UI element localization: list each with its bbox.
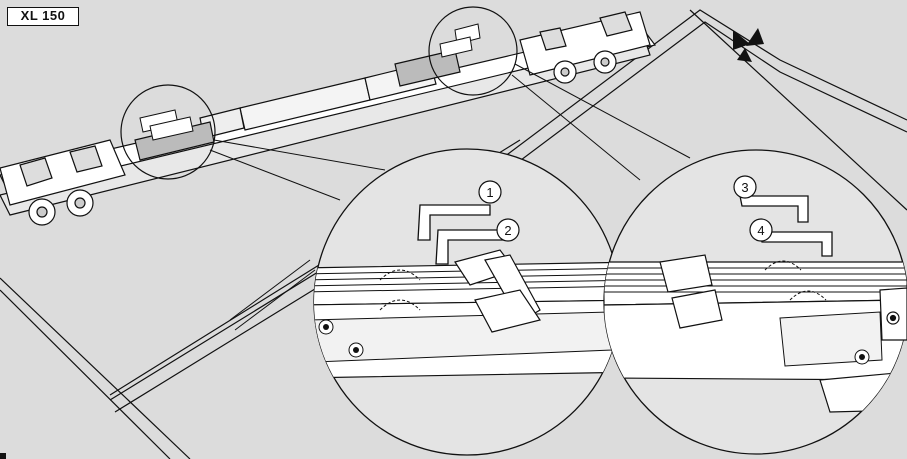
callout-3: 3: [733, 175, 757, 199]
callout-2-label: 2: [504, 223, 511, 238]
detail-circle-left: [313, 148, 621, 456]
callout-4: 4: [749, 218, 773, 242]
callout-1: 1: [478, 180, 502, 204]
detail-circle-right: [603, 149, 907, 455]
detail-circle-right-small: [428, 6, 518, 96]
callout-1-label: 1: [486, 185, 493, 200]
callout-2: 2: [496, 218, 520, 242]
rail-assembly: [0, 11, 657, 226]
right-frame: [879, 287, 907, 341]
clip-pair-small-left: [139, 109, 194, 141]
corner-mark: [0, 453, 6, 459]
callout-3-label: 3: [741, 180, 748, 195]
clip-pair-small-right: [439, 23, 481, 58]
detail-circle-left-small: [120, 84, 216, 180]
frame-lines: [229, 259, 316, 331]
corner-marker-icon: [733, 28, 764, 62]
callout-4-label: 4: [757, 223, 764, 238]
model-label: XL 150: [7, 7, 79, 26]
leader-lines: [209, 63, 691, 201]
